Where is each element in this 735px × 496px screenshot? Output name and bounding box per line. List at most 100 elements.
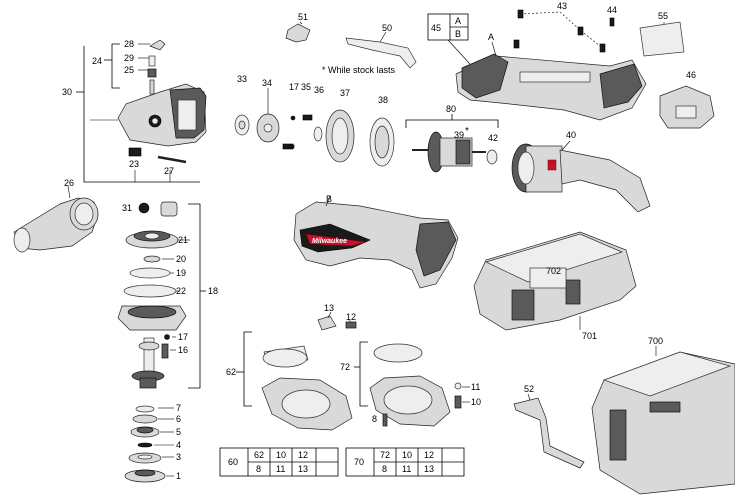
label-40: 40 xyxy=(566,130,576,140)
table60-r1c3: 12 xyxy=(298,450,308,460)
label-34: 34 xyxy=(262,78,272,88)
label-44: 44 xyxy=(607,5,617,15)
ring-part-7 xyxy=(135,405,155,413)
label-26: 26 xyxy=(64,178,74,188)
table-60 xyxy=(219,447,339,477)
table70-r2c1: 8 xyxy=(382,464,387,474)
table70-r1c3: 12 xyxy=(424,450,434,460)
spring-part-29 xyxy=(148,55,156,67)
ref-B: B xyxy=(326,194,332,204)
side-handle-part-26 xyxy=(13,185,99,253)
ref-A: A xyxy=(488,32,494,42)
washer-part-20 xyxy=(143,255,161,263)
housing-half-A xyxy=(455,41,647,121)
label-3: 3 xyxy=(176,452,181,462)
lever-part-28 xyxy=(149,39,166,51)
table70-r1c2: 10 xyxy=(402,450,412,460)
spindle-flange-stack xyxy=(13,185,206,483)
label-42: 42 xyxy=(488,133,498,143)
label-43: 43 xyxy=(557,1,567,11)
ref-A-box: A xyxy=(455,16,461,26)
label-16: 16 xyxy=(178,345,188,355)
stock-note: * While stock lasts xyxy=(322,65,396,75)
carry-case-701 xyxy=(473,231,637,331)
brand-logo: Milwaukee xyxy=(312,238,347,245)
label-10: 10 xyxy=(471,397,481,407)
label-21: 21 xyxy=(178,235,188,245)
label-20: 20 xyxy=(176,254,186,264)
label-52: 52 xyxy=(524,384,534,394)
flange-wrench-part-52 xyxy=(513,397,585,469)
label-29: 29 xyxy=(124,53,134,63)
table70-id: 70 xyxy=(354,457,364,467)
label-25: 25 xyxy=(124,65,134,75)
label-62: 62 xyxy=(226,367,236,377)
label-8: 8 xyxy=(372,414,377,424)
table60-r2c2: 11 xyxy=(276,464,285,474)
label-51: 51 xyxy=(298,12,308,22)
label-46: 46 xyxy=(686,70,696,80)
screw-part-27 xyxy=(157,155,187,164)
label-19: 19 xyxy=(176,268,186,278)
label-17b: 17 xyxy=(289,82,299,92)
label-30: 30 xyxy=(62,87,72,97)
label-28: 28 xyxy=(124,39,134,49)
table70-r2c3: 13 xyxy=(424,464,434,474)
table60-r1c1: 62 xyxy=(254,450,264,460)
label-7: 7 xyxy=(176,403,181,413)
carry-case-700 xyxy=(591,346,735,495)
table60-r1c2: 10 xyxy=(276,450,286,460)
ref-B-box: B xyxy=(455,29,461,39)
switch-part-51 xyxy=(285,23,311,43)
label-31: 31 xyxy=(122,203,132,213)
table60-id: 60 xyxy=(228,457,238,467)
wheel-guard-assembly-70 xyxy=(354,341,470,427)
label-27: 27 xyxy=(164,166,174,176)
pin-part-25 xyxy=(147,68,157,78)
label-55: 55 xyxy=(658,11,668,21)
wheel-guard-assembly-60 xyxy=(236,331,353,431)
label-22: 22 xyxy=(176,286,186,296)
label-33: 33 xyxy=(237,74,247,84)
label-80: 80 xyxy=(446,104,456,114)
label-35: 35 xyxy=(301,82,311,92)
label-1: 1 xyxy=(176,471,181,481)
table60-r2c3: 13 xyxy=(298,464,308,474)
asterisk: * xyxy=(465,126,469,137)
bushing-part-23 xyxy=(128,147,142,157)
stator-part-40 xyxy=(511,140,651,213)
label-6: 6 xyxy=(176,414,181,424)
switch-rod-part-50 xyxy=(345,37,417,69)
label-45: 45 xyxy=(431,23,441,33)
label-23: 23 xyxy=(129,159,139,169)
label-5: 5 xyxy=(176,427,181,437)
label-72: 72 xyxy=(340,362,350,372)
gear-case-assembly xyxy=(76,39,207,183)
table-70 xyxy=(345,447,465,477)
label-700: 700 xyxy=(648,336,663,346)
label-17a: 17 xyxy=(178,332,188,342)
label-50: 50 xyxy=(382,23,392,33)
table70-r2c2: 11 xyxy=(402,464,411,474)
label-37: 37 xyxy=(340,88,350,98)
label-18: 18 xyxy=(208,286,218,296)
callout-labels: 28 29 25 24 30 23 27 26 31 21 20 19 22 1… xyxy=(62,1,696,481)
motor-section xyxy=(234,9,715,213)
label-13: 13 xyxy=(324,303,334,313)
label-24: 24 xyxy=(92,56,102,66)
label-11: 11 xyxy=(471,382,480,392)
table60-r2c1: 8 xyxy=(256,464,261,474)
label-38: 38 xyxy=(378,95,388,105)
nut-part-31 xyxy=(138,202,150,214)
o-ring-part-22 xyxy=(123,284,177,298)
label-39: 39 xyxy=(454,130,464,140)
housing-half-B xyxy=(293,195,459,289)
ring-part-19 xyxy=(129,267,171,279)
label-4: 4 xyxy=(176,440,181,450)
label-12: 12 xyxy=(346,312,356,322)
label-36: 36 xyxy=(314,85,324,95)
table70-r1c1: 72 xyxy=(380,450,390,460)
label-702: 702 xyxy=(546,266,561,276)
label-701: 701 xyxy=(582,331,597,341)
